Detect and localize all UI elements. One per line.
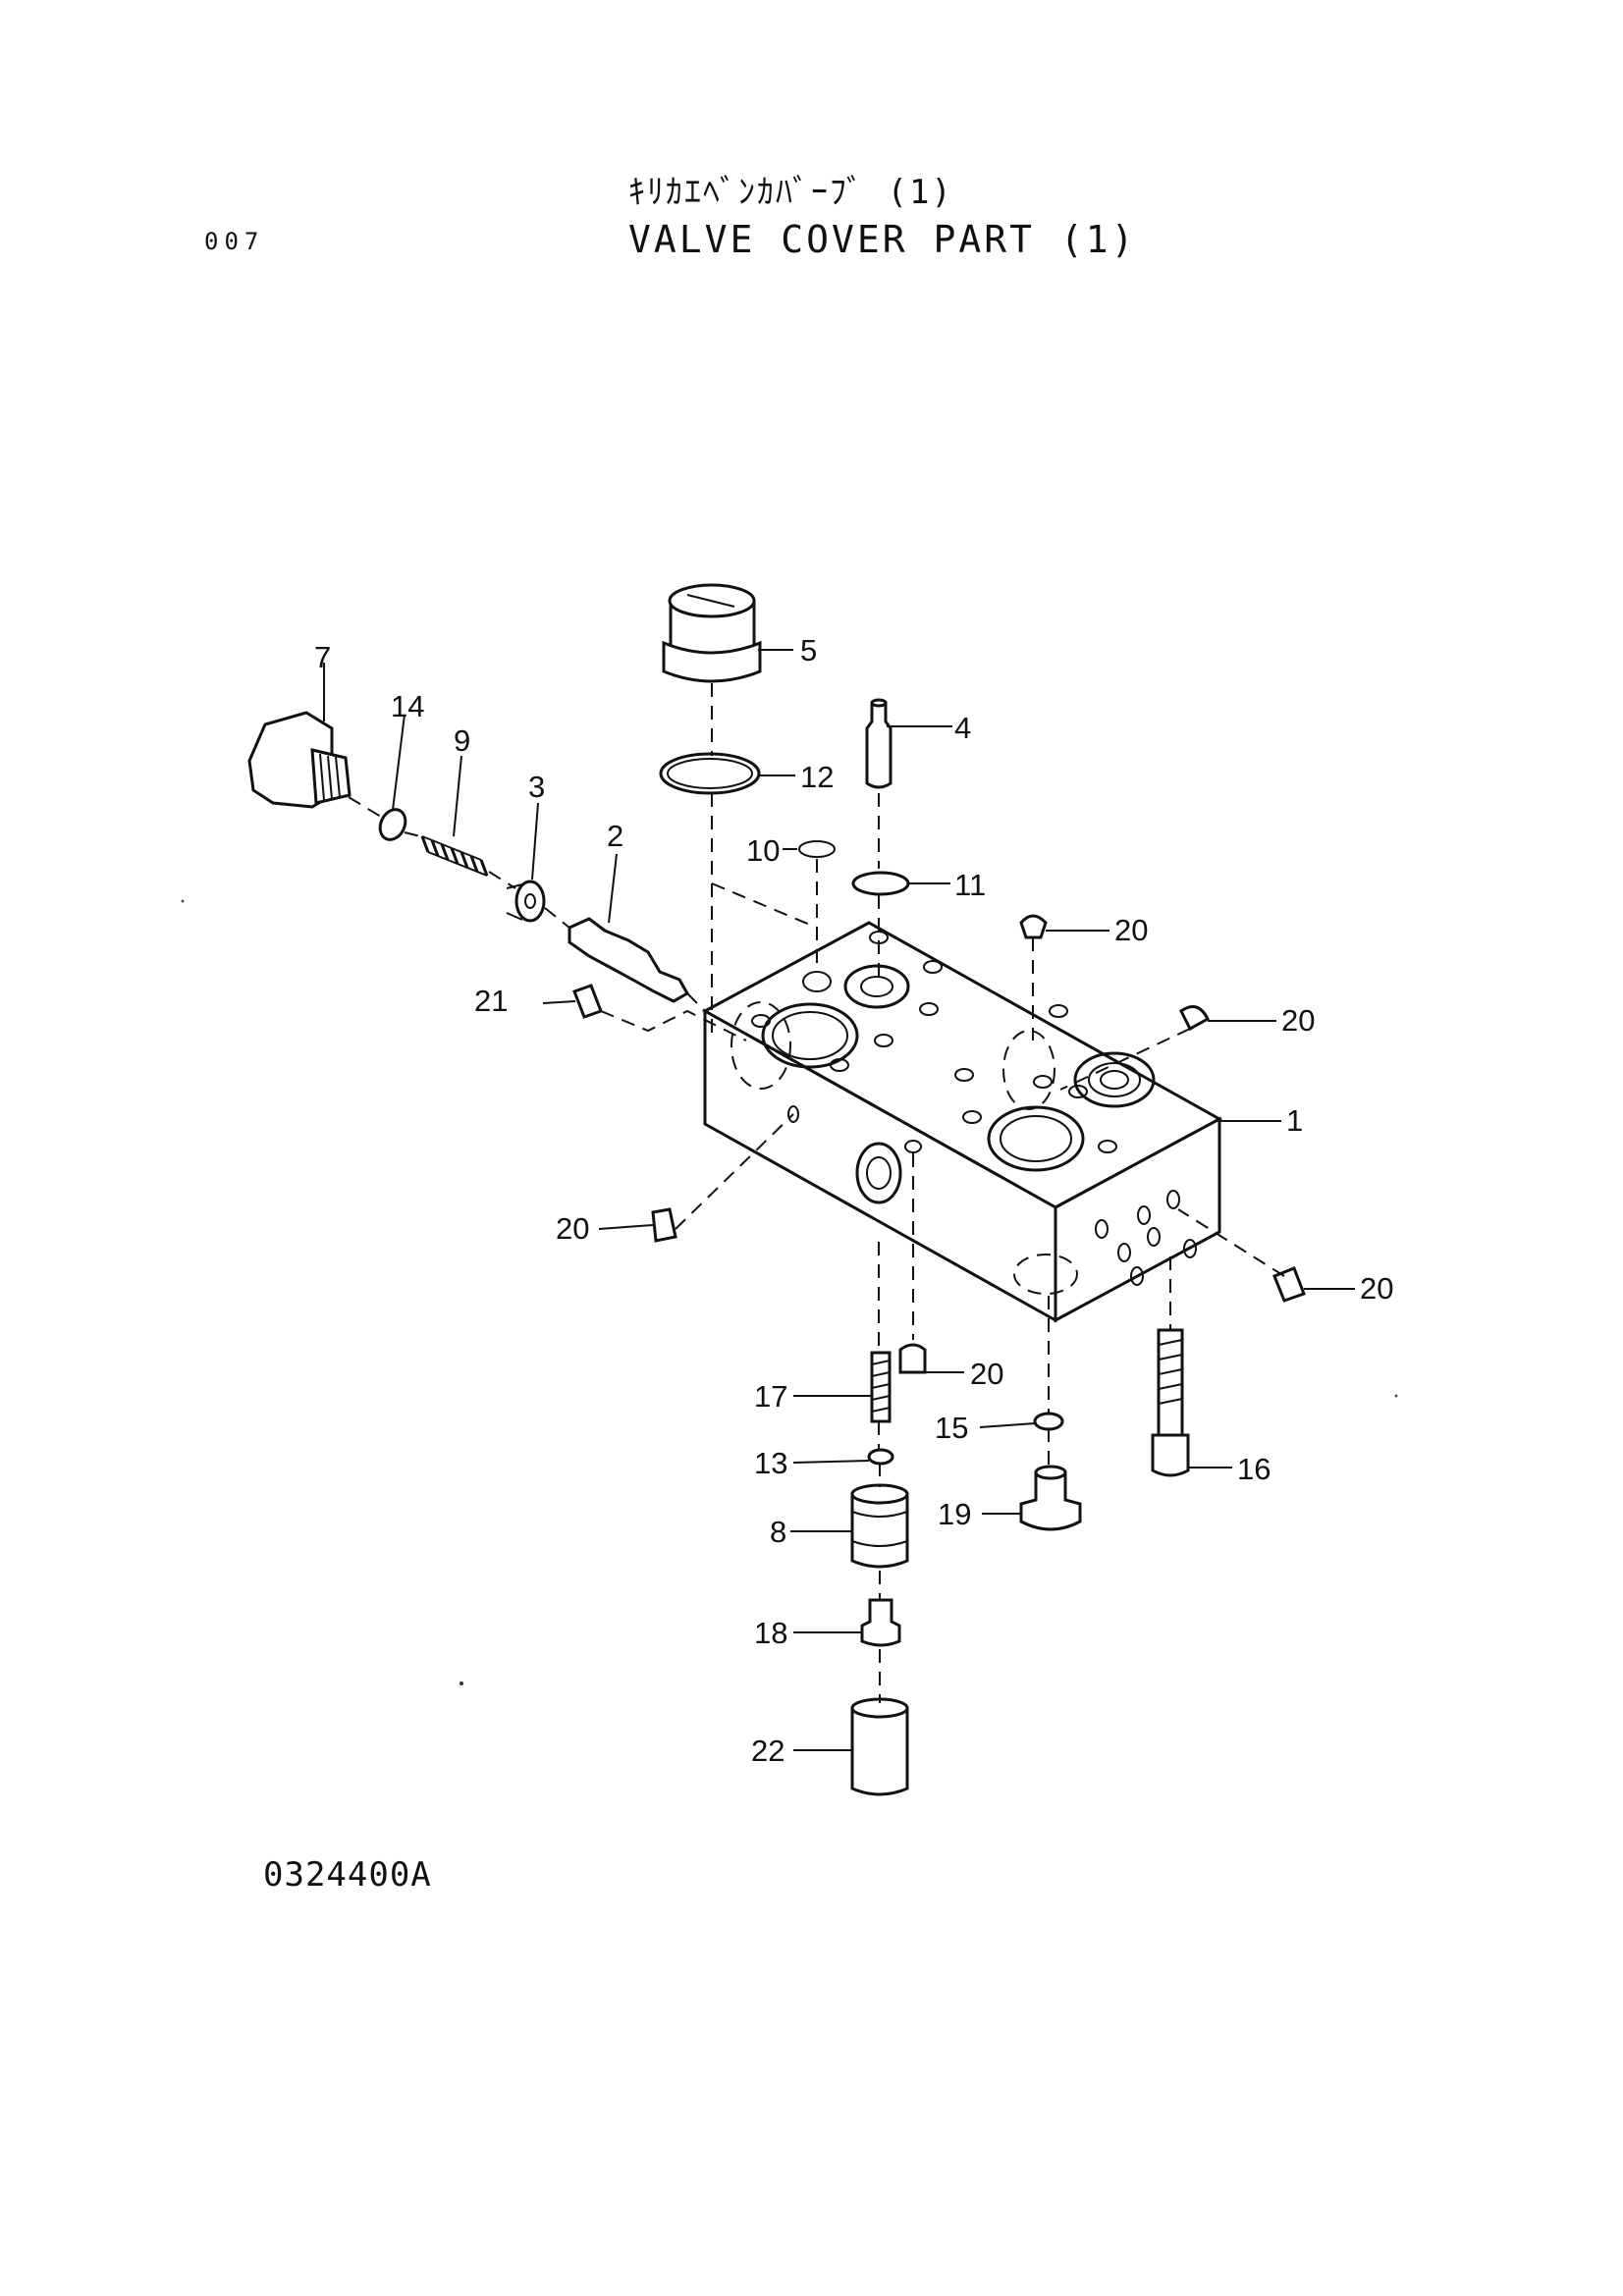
assembly-lines: [348, 683, 1285, 1703]
spring-part: [420, 835, 489, 877]
leader-lines: [323, 649, 1355, 1751]
plug-21-part: [572, 984, 603, 1019]
callout-11: 11: [954, 868, 986, 902]
callout-14: 14: [391, 689, 424, 723]
callout-20-d: 20: [1360, 1271, 1393, 1306]
callout-9: 9: [454, 723, 470, 758]
plug-20c-part: [651, 1207, 677, 1243]
sleeve-part: [850, 1483, 909, 1569]
callout-10: 10: [746, 833, 780, 868]
drawing-number: 0324400A: [263, 1855, 432, 1895]
bushing-part: [850, 1697, 909, 1796]
title-japanese: ｷﾘｶｴﾍﾞﾝｶﾊﾞｰﾌﾞ (1): [628, 173, 953, 212]
callout-2: 2: [607, 819, 623, 853]
callout-12: 12: [800, 760, 834, 794]
plug-20d-part: [1272, 1266, 1306, 1303]
ring-13-part: [867, 1448, 894, 1466]
callout-4: 4: [954, 711, 971, 745]
callout-13: 13: [754, 1446, 787, 1480]
callout-21: 21: [474, 984, 508, 1018]
pin-part: [865, 698, 893, 789]
callout-18: 18: [754, 1616, 787, 1650]
large-o-ring-part: [659, 752, 761, 795]
plug-19-part: [1019, 1465, 1082, 1531]
small-ring-10-part: [798, 840, 836, 858]
callout-20-a: 20: [1114, 913, 1148, 947]
plug-20b-part: [1179, 1005, 1210, 1032]
plug-20e-part: [898, 1343, 927, 1374]
callout-15: 15: [935, 1411, 968, 1445]
cap-part: [662, 583, 762, 683]
small-plug-part: [860, 1598, 901, 1647]
callout-20-e: 20: [970, 1357, 1003, 1391]
callout-7: 7: [314, 640, 331, 674]
poppet-part: [506, 880, 546, 923]
callout-16: 16: [1237, 1452, 1271, 1486]
callout-17: 17: [754, 1379, 787, 1414]
callout-22: 22: [751, 1734, 784, 1768]
plug-part: [247, 711, 352, 809]
plug-20a-part: [1019, 914, 1048, 939]
callout-8: 8: [770, 1515, 786, 1549]
page-number: 007: [204, 228, 265, 255]
valve-block-part: [701, 921, 1223, 1323]
callout-3: 3: [528, 770, 545, 804]
title-english: VALVE COVER PART (1): [628, 218, 1137, 261]
callout-5: 5: [800, 633, 817, 667]
ring-14-part: [378, 808, 407, 841]
callout-19: 19: [938, 1497, 971, 1531]
callout-20-c: 20: [556, 1211, 589, 1246]
bolt-part: [1151, 1328, 1190, 1477]
o-ring-11-part: [851, 871, 910, 896]
callout-20-b: 20: [1281, 1003, 1315, 1038]
ring-15-part: [1033, 1412, 1064, 1431]
callout-1: 1: [1286, 1103, 1303, 1138]
